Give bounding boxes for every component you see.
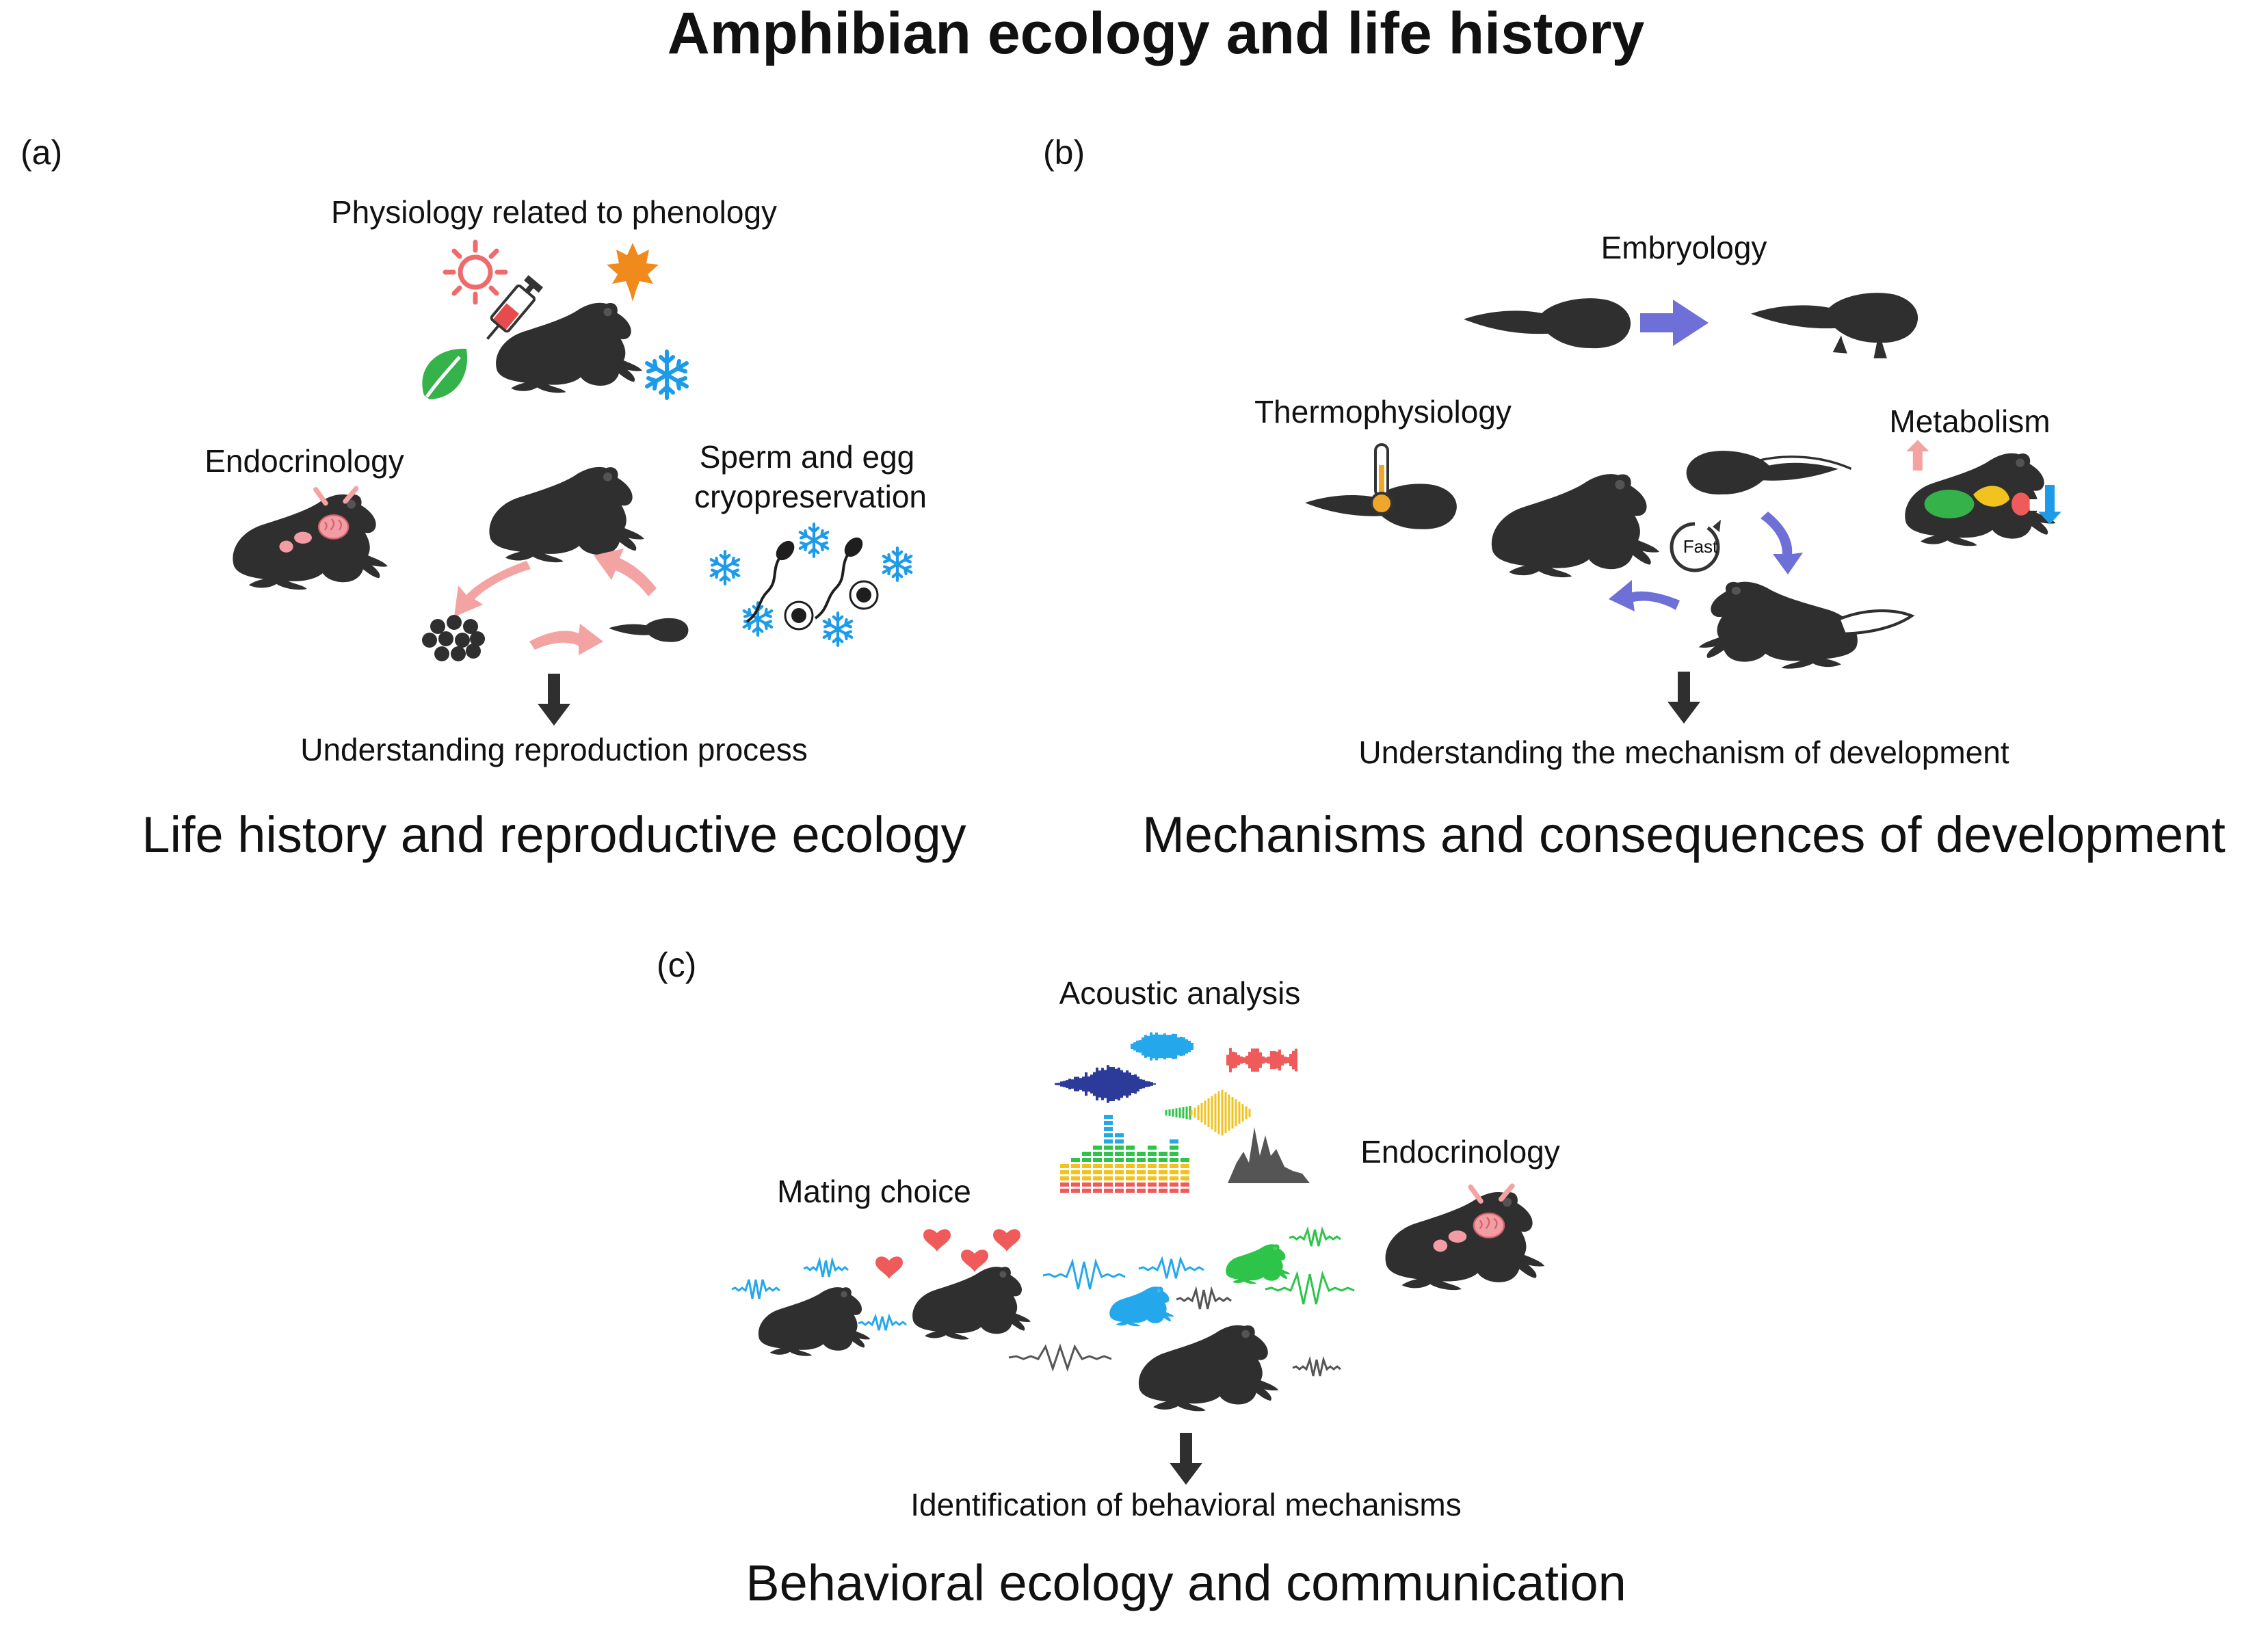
gray-waveform-icon	[1228, 1127, 1310, 1183]
snowflake-icon	[647, 352, 687, 398]
panel-a-endocrinology-label: Endocrinology	[205, 443, 404, 479]
adult-frog-dev-icon	[1491, 474, 1660, 578]
panel-c-outcome: Identification of behavioral mechanisms	[910, 1487, 1461, 1522]
tailed-froglet-icon	[1698, 581, 1915, 669]
fast-label: Fast	[1683, 536, 1718, 557]
endocrine-frog-icon	[233, 486, 388, 590]
panel-b-tag: (b)	[1043, 133, 1085, 172]
red-waveform-icon	[1226, 1048, 1297, 1072]
metabolism-frog-icon	[1905, 440, 2061, 546]
frog-left-icon	[758, 1287, 871, 1356]
panel-a-down-arrow	[538, 674, 570, 726]
call-trace-icons	[731, 1226, 1355, 1377]
panel-a-outcome: Understanding reproduction process	[300, 732, 808, 767]
navy-waveform-icon	[1055, 1065, 1156, 1103]
panel-b-caption: Mechanisms and consequences of developme…	[1142, 806, 2226, 863]
panel-c-endocrinology-label: Endocrinology	[1360, 1134, 1560, 1170]
panel-a-caption: Life history and reproductive ecology	[142, 806, 966, 863]
blue-waveform-icon	[1131, 1032, 1194, 1061]
frog-bottom-icon	[1138, 1325, 1279, 1412]
syringe-icon	[486, 275, 544, 340]
panel-c-mating-label: Mating choice	[777, 1174, 971, 1209]
panel-b-outcome: Understanding the mechanism of developme…	[1358, 735, 2009, 770]
panel-a-tag: (a)	[21, 133, 62, 172]
yellow-waveform-icon	[1165, 1089, 1251, 1136]
legged-tadpole-icon	[1751, 293, 1918, 358]
sun-icon	[445, 242, 505, 302]
development-arrow-icon	[1609, 512, 1803, 611]
tadpole-icon	[609, 618, 689, 642]
embryo-tadpole-icon	[1464, 298, 1631, 349]
panel-b-thermophysiology-label: Thermophysiology	[1254, 394, 1512, 430]
spectrum-bars-icon	[1060, 1115, 1189, 1193]
clock-icon: Fast	[1670, 520, 1721, 572]
panel-b-down-arrow	[1667, 672, 1700, 724]
eggs-icon	[422, 615, 485, 661]
panel-c: (c) Acoustic analysis Endocrinology Mati…	[657, 946, 1626, 1611]
frog-blue-icon	[1109, 1286, 1174, 1327]
autumn-leaf-icon	[607, 243, 659, 302]
egg-cell-icon	[784, 580, 879, 631]
panel-c-down-arrow	[1170, 1433, 1202, 1485]
cryo-snowflakes-icon	[711, 524, 912, 646]
thermometer-icon	[1370, 443, 1393, 515]
endocrine-frog-c-icon	[1385, 1183, 1545, 1291]
panel-b-metabolism-label: Metabolism	[1889, 404, 2050, 439]
embryology-arrow-icon	[1640, 300, 1709, 346]
panel-a-phenology-label: Physiology related to phenology	[331, 194, 777, 230]
green-leaf-icon	[422, 348, 468, 399]
adult-frog-icon	[489, 466, 644, 563]
panel-a-cryo-label-2: cryopreservation	[694, 479, 927, 514]
panel-c-acoustic-label: Acoustic analysis	[1059, 975, 1301, 1011]
tadpole-outline-icon	[1681, 446, 1852, 499]
panel-b: (b) Embryology Thermophysiology	[1043, 133, 2226, 863]
frog-center-icon	[912, 1267, 1031, 1340]
frog-green-icon	[1226, 1244, 1291, 1284]
figure-title: Amphibian ecology and life history	[668, 1, 1645, 66]
panel-a-cryo-label-1: Sperm and egg	[700, 439, 915, 475]
panel-c-caption: Behavioral ecology and communication	[746, 1555, 1626, 1611]
panel-b-embryology-label: Embryology	[1601, 230, 1767, 265]
panel-c-tag: (c)	[657, 946, 696, 984]
panel-a: (a) Physiology related to phenology	[21, 133, 966, 863]
cycle-arrow-icon	[454, 549, 657, 655]
